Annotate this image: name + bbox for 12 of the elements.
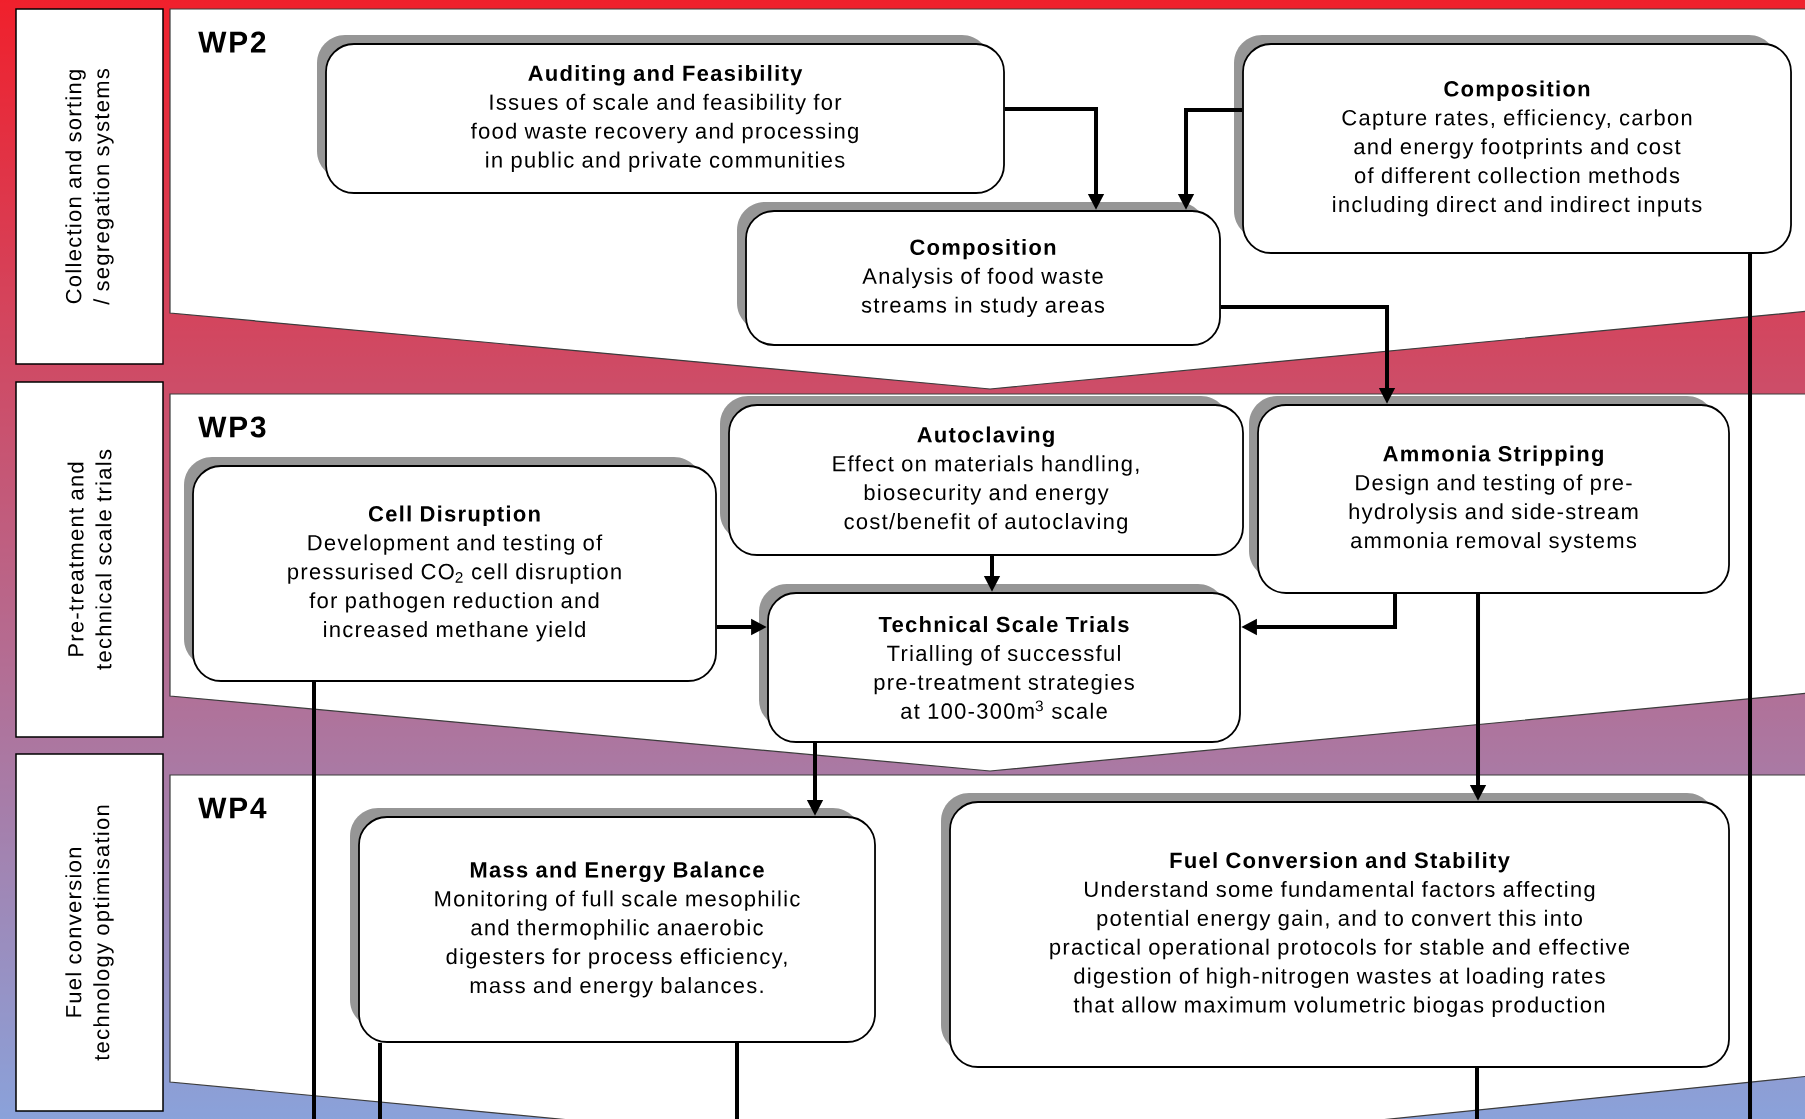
side-label-box: Pre-treatment and technical scale trials [15,381,164,738]
process-box: Ammonia Stripping Design and testing of pre-hydrolysis and side-stream ammonia removal systems [1249,396,1730,594]
process-box: Auditing and Feasibility Issues of scale and feasibility for food waste recovery and processing in public and private communities [317,35,1005,194]
side-label-box: Fuel conversion technology optimisation [15,753,164,1112]
process-box: Composition Capture rates, efficiency, carbon and energy footprints and cost of different collection methods including direct and indirect inputs [1234,35,1792,254]
process-box: Composition Analysis of food waste streams in study areas [737,202,1221,346]
process-box: Mass and Energy Balance Monitoring of full scale mesophilic and thermophilic anaerobic digesters for process efficiency, mass and energy balances. [350,808,876,1043]
process-box: Autoclaving Effect on materials handling, biosecurity and energy cost/benefit of autoclaving [720,396,1244,556]
process-box: Technical Scale Trials Trialling of successful pre-treatment strategies at 100-300m$^{3}$ scale [759,584,1241,743]
process-box: Fuel Conversion and Stability Understand some fundamental factors affecting potential energy gain, and to convert this into practical operational protocols for stable and effective digestion of high-nitrogen wastes at loading rates that allow maximum volumetric biogas production [941,793,1730,1068]
process-box: Cell Disruption Development and testing of pressurised CO$_{2}$ cell disruption for pathogen reduction and increased methane yield [184,457,717,682]
side-label-box: Collection and sorting / segregation systems [15,8,164,365]
